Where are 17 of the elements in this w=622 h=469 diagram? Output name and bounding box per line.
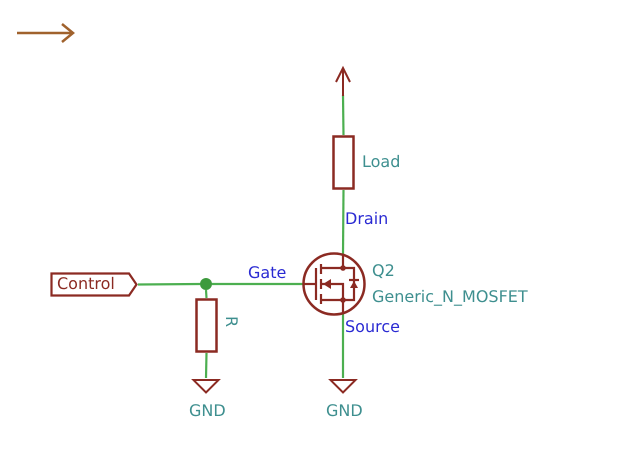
wire: [212, 282, 303, 286]
net-name: GND: [326, 402, 363, 420]
wire: [342, 190, 345, 254]
pin-name: Gate: [248, 264, 286, 282]
port-name: Control: [57, 275, 115, 293]
net-name: GND: [189, 402, 226, 420]
part-reference: Q2: [372, 262, 395, 280]
pin-name: Source: [345, 318, 400, 336]
wire: [138, 282, 200, 286]
part-value: Load: [362, 153, 400, 171]
pin-name: Drain: [345, 210, 388, 228]
part-value: Generic_N_MOSFET: [372, 288, 528, 306]
wire: [342, 314, 344, 378]
wire: [204, 290, 208, 298]
wire: [342, 94, 345, 136]
wire: [204, 352, 208, 378]
part-reference: R: [222, 316, 240, 328]
